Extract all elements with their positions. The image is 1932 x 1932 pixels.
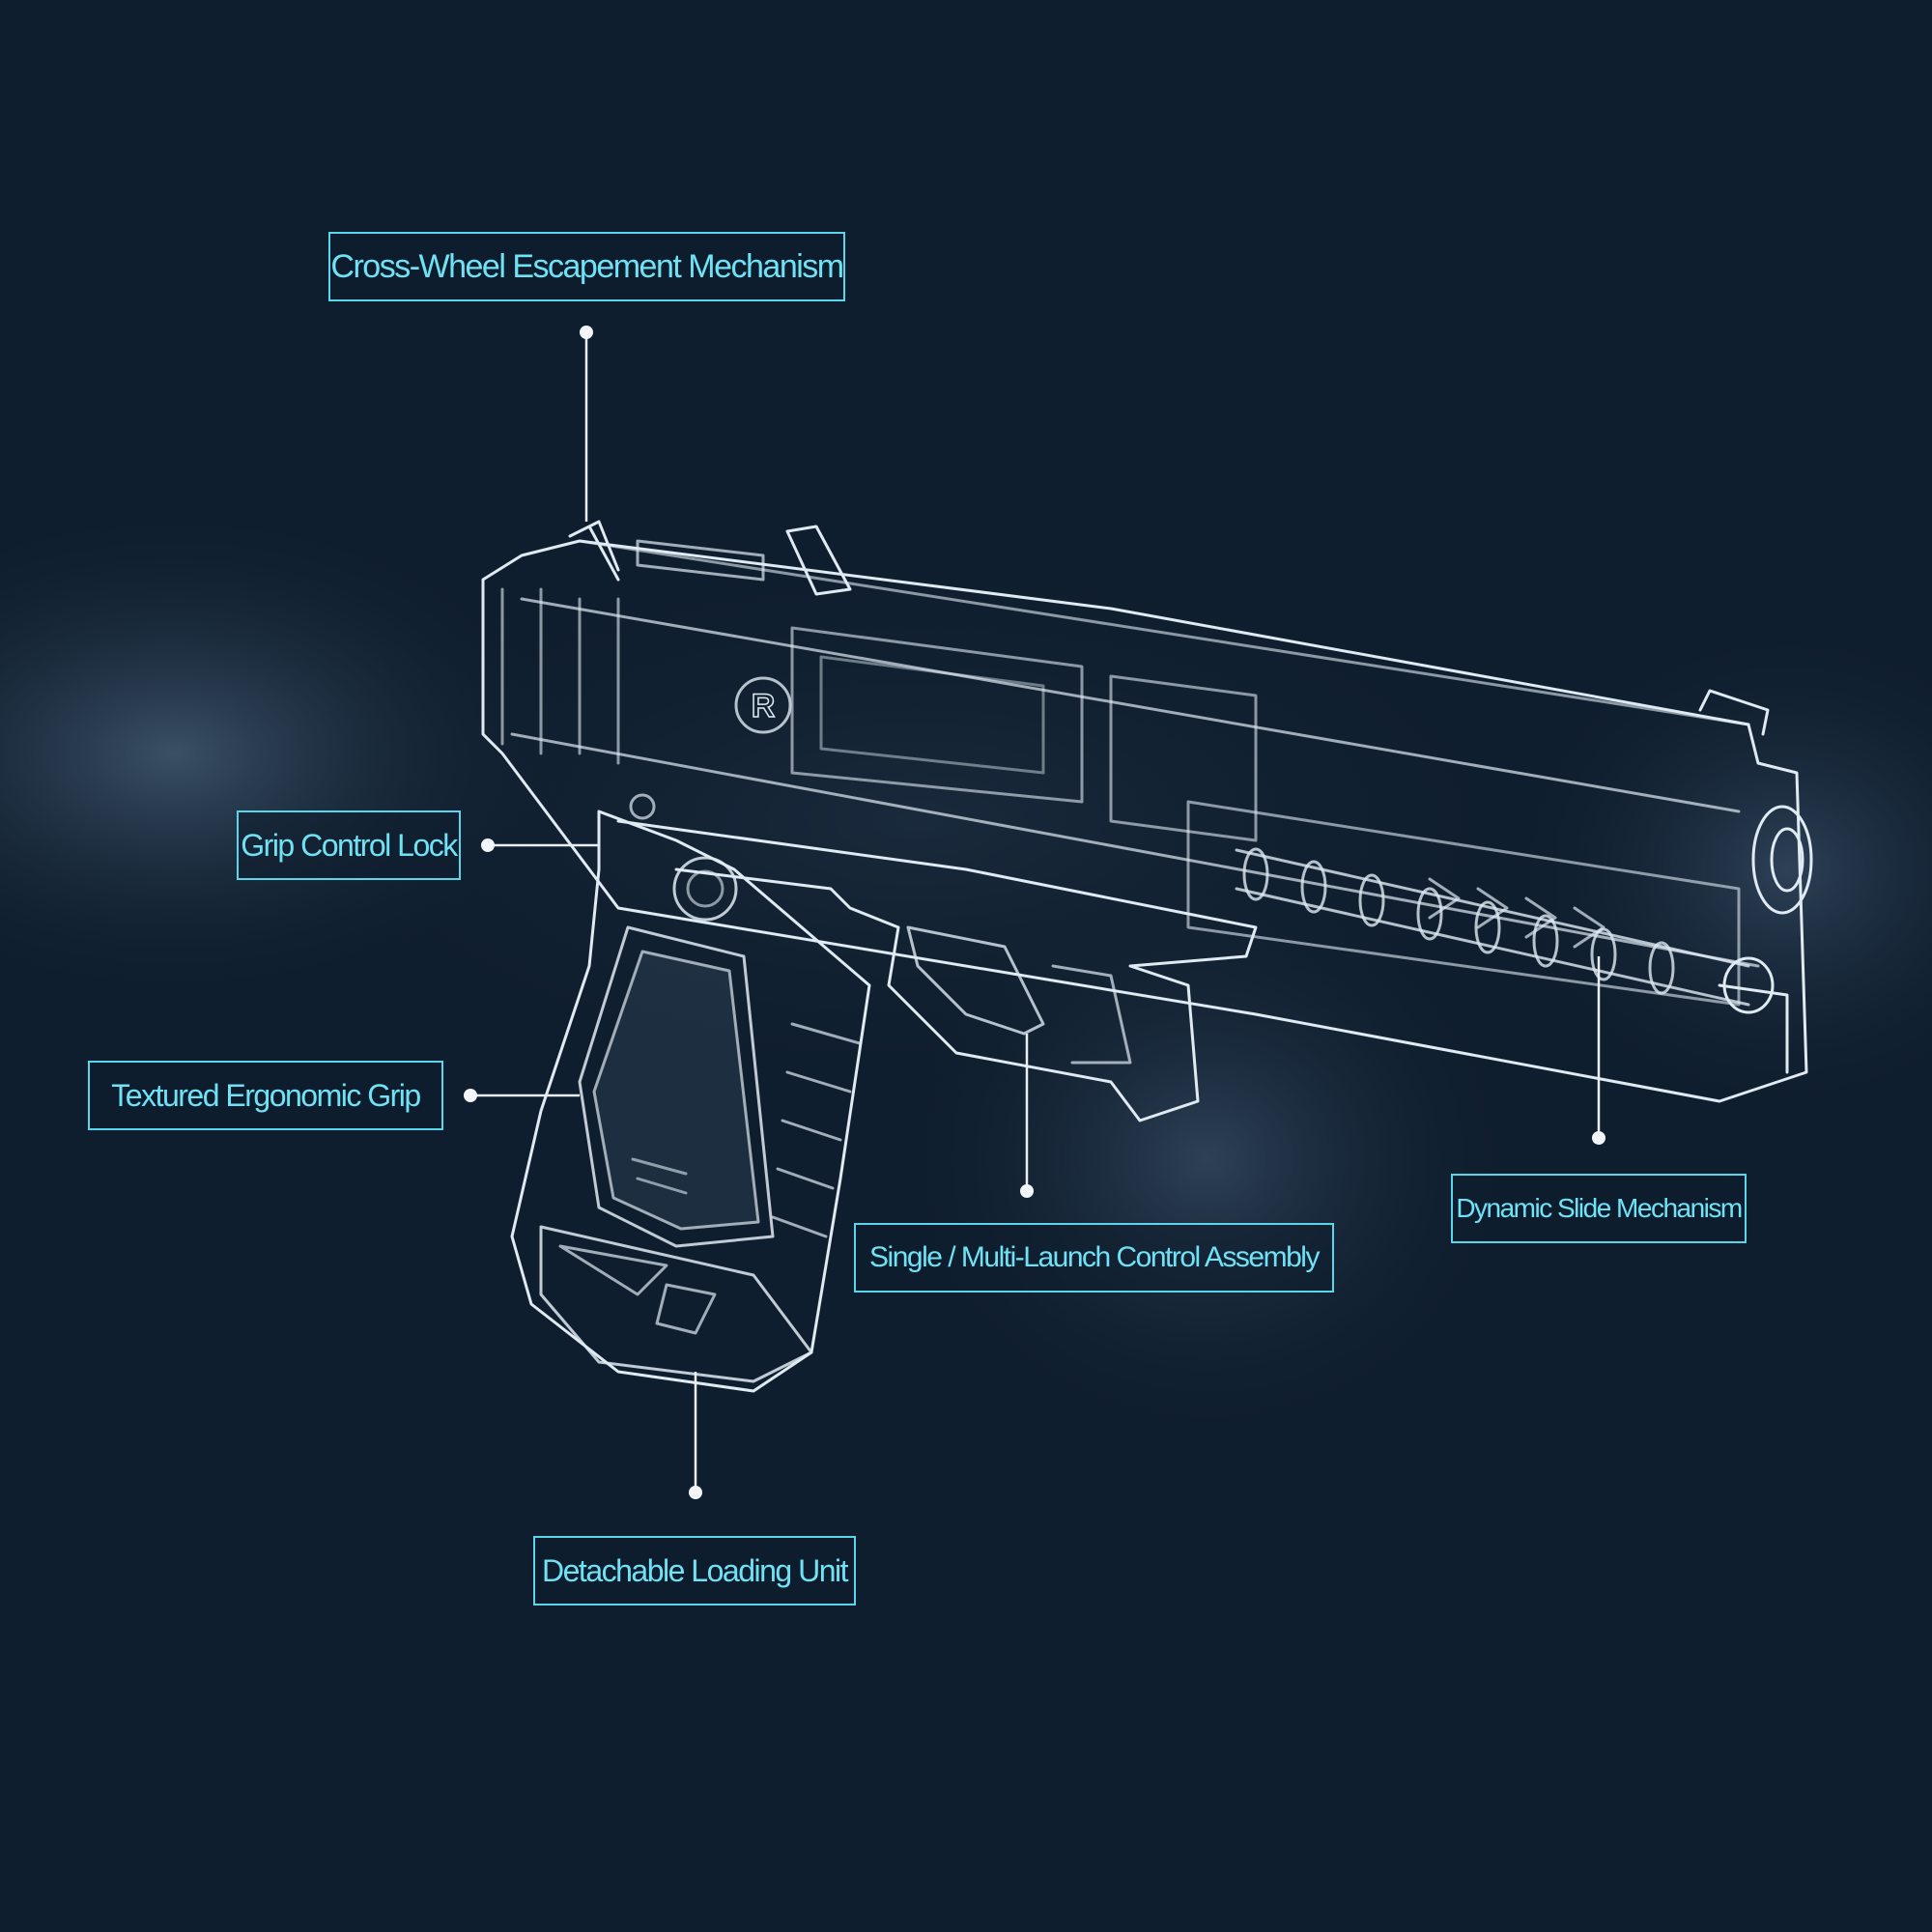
leader-dot-textured-grip	[464, 1089, 477, 1102]
leader-dot-loading-unit	[689, 1486, 702, 1499]
leader-dot-grip-lock	[481, 838, 495, 852]
leader-dot-cross-wheel	[580, 326, 593, 339]
label-launch-control: Single / Multi-Launch Control Assembly	[854, 1223, 1334, 1293]
label-loading-unit: Detachable Loading Unit	[533, 1536, 856, 1605]
slide-outline	[481, 539, 1808, 1103]
grip-outline	[510, 810, 871, 1393]
label-textured-grip: Textured Ergonomic Grip	[88, 1061, 443, 1130]
leader-dot-dynamic-slide	[1592, 1131, 1605, 1145]
label-dynamic-slide: Dynamic Slide Mechanism	[1451, 1174, 1747, 1243]
label-grip-lock: Grip Control Lock	[237, 810, 461, 880]
label-cross-wheel: Cross-Wheel Escapement Mechanism	[328, 232, 845, 301]
leader-dot-launch-control	[1020, 1184, 1034, 1198]
emblem-letter: R	[752, 688, 776, 724]
